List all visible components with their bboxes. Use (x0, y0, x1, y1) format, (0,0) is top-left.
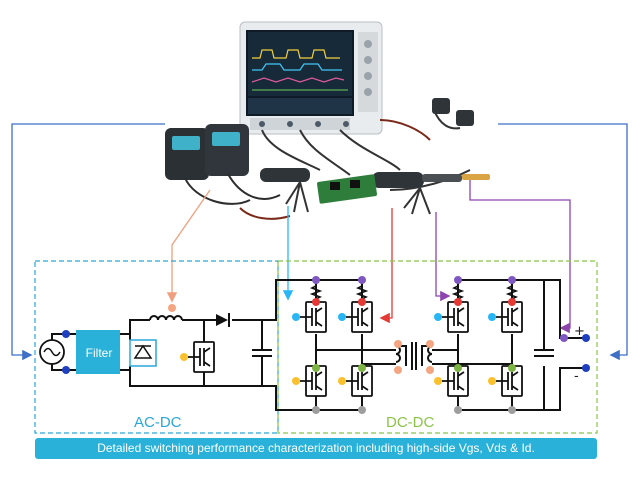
oscilloscope (239, 21, 383, 135)
caption-banner: Detailed switching performance character… (35, 438, 597, 459)
output-minus-label: - (574, 369, 579, 384)
dcdc-label: DC-DC (386, 414, 435, 431)
transformer (395, 342, 433, 370)
filter-block (76, 330, 120, 374)
probe-pointer-arrows (11, 123, 628, 361)
dut-board (317, 174, 377, 204)
boost-diode (216, 313, 230, 327)
acdc-label: AC-DC (134, 414, 182, 431)
probe-isolation-units (165, 124, 249, 180)
boost-inductor (149, 315, 186, 321)
current-shunts (309, 285, 519, 300)
probe-heads (260, 98, 490, 215)
mosfet-switches (188, 301, 523, 397)
probe-points (62, 276, 590, 414)
output-plus-label: + (574, 324, 585, 339)
dcdc-block-border (277, 260, 598, 434)
filter-label: Filter (85, 346, 113, 360)
